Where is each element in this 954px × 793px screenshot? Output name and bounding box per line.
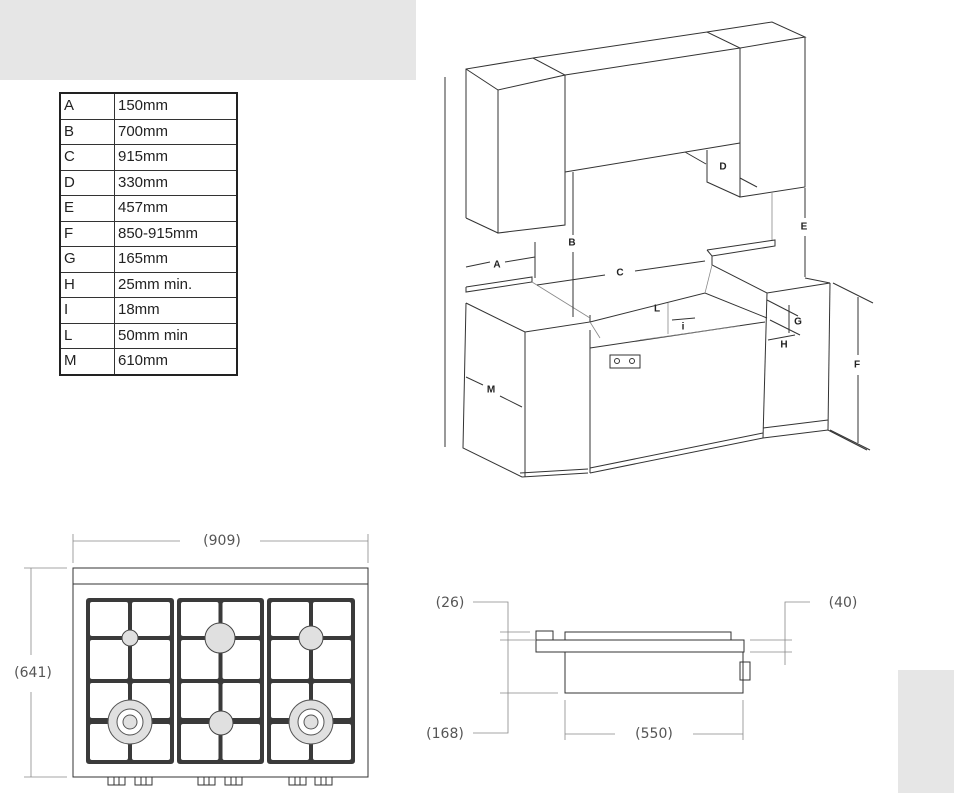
knob — [107, 776, 126, 786]
dimension-key: B — [59, 118, 115, 145]
dimension-value: 457mm — [114, 195, 238, 222]
grate — [177, 598, 264, 764]
plate-dimension: (40) — [829, 595, 858, 611]
burner — [298, 625, 324, 651]
label-e: E — [801, 222, 808, 233]
installation-diagram: A B C D E F G H i L M — [444, 21, 874, 478]
burner — [121, 629, 139, 647]
label-a: A — [493, 260, 500, 271]
depth-dimension-side: (550) — [635, 726, 673, 742]
dimension-key: M — [59, 348, 115, 375]
top-view-drawing: (909) (641) — [14, 533, 369, 786]
side-view-drawing: (26) (168) (550) (40) — [426, 595, 857, 742]
height-dimension: (168) — [426, 726, 464, 742]
side-placeholder-panel — [898, 670, 954, 793]
left-wall-cabinet — [465, 57, 567, 234]
burner — [204, 622, 236, 654]
control-panel — [609, 354, 641, 369]
header-placeholder-panel — [0, 0, 416, 80]
dimension-value: 850-915mm — [114, 220, 238, 247]
dimension-value: 610mm — [114, 348, 238, 375]
depth-dimension: (641) — [14, 665, 52, 681]
knob — [288, 776, 307, 786]
burner — [208, 710, 234, 736]
dimension-lines — [465, 151, 874, 451]
top-clearance-dimension: (26) — [436, 595, 465, 611]
left-base-cabinet — [462, 276, 591, 478]
right-base-cabinet — [704, 239, 868, 451]
label-g: G — [794, 317, 802, 328]
label-i: i — [682, 322, 685, 333]
knob — [224, 776, 243, 786]
dimension-key: A — [59, 92, 115, 120]
dimension-value: 700mm — [114, 118, 238, 145]
range-cooker — [589, 292, 768, 474]
right-wall-cabinet — [706, 21, 807, 240]
label-d: D — [719, 162, 726, 173]
width-dimension: (909) — [203, 533, 241, 549]
knob — [197, 776, 216, 786]
label-h: H — [780, 340, 787, 351]
knob — [314, 776, 333, 786]
dimension-value: 915mm — [114, 144, 238, 171]
label-c: C — [616, 268, 623, 279]
label-f: F — [854, 360, 860, 371]
label-b: B — [568, 238, 575, 249]
knob — [134, 776, 153, 786]
label-m: M — [487, 385, 495, 396]
hood-cabinet — [532, 31, 742, 198]
label-l: L — [654, 304, 660, 315]
dimension-value: 150mm — [114, 92, 238, 120]
